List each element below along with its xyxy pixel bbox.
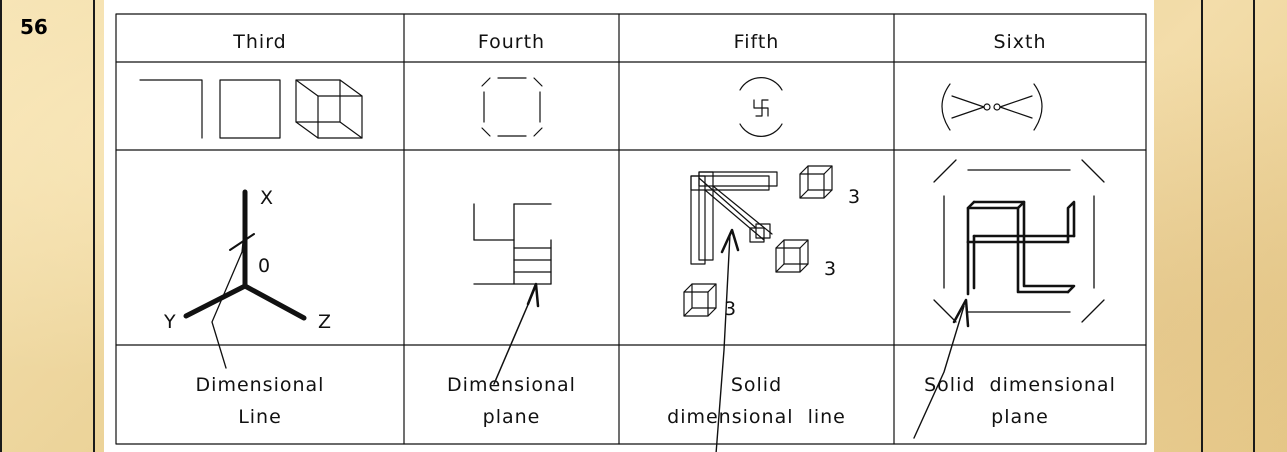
axis-label-origin: 0 xyxy=(258,255,270,277)
caption-fifth-line1: Solid xyxy=(730,374,783,396)
axis-label-y: Y xyxy=(163,311,176,333)
drawing-sheet xyxy=(104,0,1154,452)
converging-arrows-icon xyxy=(941,83,1043,131)
header-sixth: Sixth xyxy=(993,31,1047,53)
cube-count-3: 3 xyxy=(724,298,737,320)
axis-label-z: Z xyxy=(318,311,331,333)
cube-icon-2 xyxy=(775,239,809,273)
plane-diagram xyxy=(473,203,552,385)
corner-square-cube-icons xyxy=(139,79,363,139)
caption-third-line1: Dimensional xyxy=(195,374,325,396)
cube-icon-1 xyxy=(799,165,833,199)
solid-swastika-diagram xyxy=(913,159,1105,439)
axis-label-x: X xyxy=(260,187,273,209)
solid-bars-diagram xyxy=(690,171,778,452)
caption-sixth-line1: Solid dimensional xyxy=(924,374,1116,396)
cube-icon-3 xyxy=(683,283,717,317)
caption-fourth-line2: plane xyxy=(482,406,541,428)
cube-count-1: 3 xyxy=(848,186,861,208)
header-fourth: Fourth xyxy=(477,31,546,53)
right-column-rule-2 xyxy=(1253,0,1255,452)
header-third: Third xyxy=(233,31,287,53)
broken-square-icon xyxy=(481,77,543,137)
swastika-arc-icon xyxy=(739,77,783,137)
caption-fifth-line2: dimensional line xyxy=(667,406,846,428)
right-column-rule-1 xyxy=(1201,0,1203,452)
left-margin-rule xyxy=(0,0,2,452)
table-grid xyxy=(115,13,1147,445)
cube-count-2: 3 xyxy=(824,258,837,280)
caption-sixth-line2: plane xyxy=(991,406,1049,428)
dimension-table-drawing: X 0 Y Z xyxy=(115,13,1147,452)
caption-third-line2: Line xyxy=(238,406,282,428)
caption-fourth-line1: Dimensional xyxy=(447,374,576,396)
number-column-rule xyxy=(93,0,95,452)
row-number: 56 xyxy=(20,15,48,39)
header-fifth: Fifth xyxy=(733,31,780,53)
axes-diagram xyxy=(183,189,307,369)
